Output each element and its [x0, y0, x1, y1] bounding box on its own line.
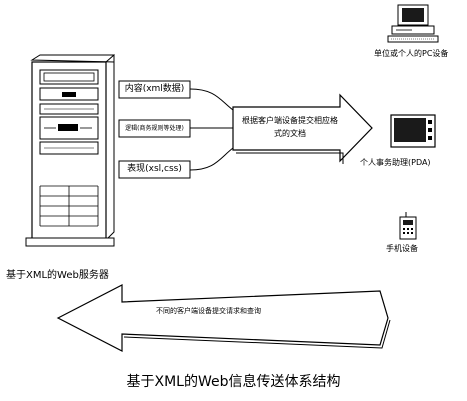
process-label: 根据客户端设备提交相应格式的文档: [242, 116, 338, 138]
pda-icon: [390, 114, 436, 148]
connector-presentation: [189, 147, 234, 171]
desktop-pc-icon: [387, 4, 439, 43]
server-tower-icon: [25, 53, 115, 247]
figure-caption: 基于XML的Web信息传送体系结构: [126, 374, 341, 390]
process-block-arrow: [232, 93, 373, 163]
presentation-box-label: 表现(xsl,css): [127, 164, 182, 174]
mobile-phone-icon: [399, 212, 417, 240]
content-box-label: 内容(xml数据): [124, 84, 185, 94]
connector-content: [189, 88, 234, 111]
pc-device-label: 单位或个人的PC设备: [374, 49, 449, 58]
phone-device-label: 手机设备: [386, 244, 418, 253]
pda-device-label: 个人事务助理(PDA): [360, 158, 431, 167]
request-label: 不同的客户端设备提交请求和查询: [156, 307, 261, 315]
server-label: 基于XML的Web服务器: [6, 270, 109, 281]
logic-box-label: 逻辑(商务规则等处理): [125, 125, 184, 132]
request-block-arrow: [56, 284, 389, 352]
